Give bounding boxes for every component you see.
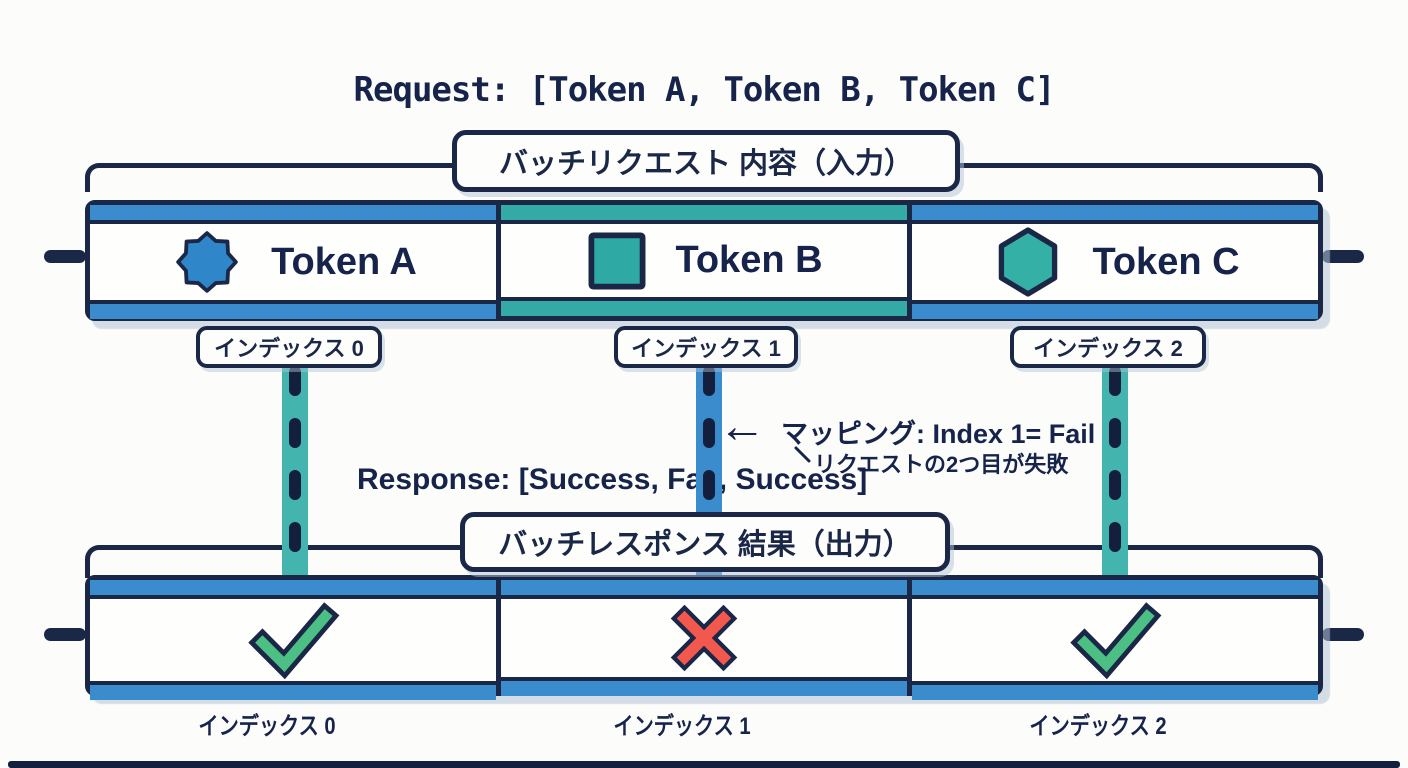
input-section-label: バッチリクエスト 内容（入力） xyxy=(452,130,960,192)
left-stub-input xyxy=(44,250,86,263)
token-cell-a: Token A xyxy=(90,205,496,319)
bottom-bar xyxy=(8,761,1400,768)
response-text: Response: [Success, Fail, Success] xyxy=(357,463,868,496)
cell-strip xyxy=(501,677,907,696)
token-cell-b: Token B xyxy=(496,205,907,316)
bottom-index-2: インデックス 2 xyxy=(1029,713,1167,740)
mapping-label: マッピング: Index 1= Fail xyxy=(781,419,1096,449)
annotation-tick-icon xyxy=(794,446,811,463)
right-stub-input xyxy=(1322,250,1364,263)
mapping-note: リクエストの2つ目が失敗 xyxy=(814,452,1069,477)
index-box-1: インデックス 1 xyxy=(614,326,798,368)
output-row xyxy=(85,575,1323,700)
cell-strip xyxy=(501,580,907,599)
token-cell-c: Token C xyxy=(907,205,1318,319)
bottom-index-1: インデックス 1 xyxy=(613,713,751,740)
connector-index-0 xyxy=(282,362,308,580)
right-stub-output xyxy=(1322,628,1364,641)
cell-strip xyxy=(90,300,496,319)
cell-strip xyxy=(90,205,496,224)
token-b-label: Token B xyxy=(675,239,823,281)
index-box-2: インデックス 2 xyxy=(1010,326,1206,368)
request-title: Request: [Token A, Token B, Token C] xyxy=(353,70,1056,110)
index-box-1-text: インデックス 1 xyxy=(631,336,781,361)
left-stub-output xyxy=(44,628,86,641)
input-section-label-text: バッチリクエスト 内容（入力） xyxy=(498,148,914,180)
left-arrow-icon: ← xyxy=(718,400,766,453)
check-icon xyxy=(248,602,340,680)
cell-strip xyxy=(912,580,1318,599)
result-cell-1 xyxy=(496,580,907,696)
cell-strip xyxy=(912,300,1318,319)
bottom-index-0: インデックス 0 xyxy=(198,713,336,740)
input-row: Token A Token B Token C xyxy=(85,200,1323,321)
cell-strip xyxy=(912,681,1318,700)
output-section-label: バッチレスポンス 結果（出力） xyxy=(460,512,950,572)
token-c-label: Token C xyxy=(1092,240,1240,283)
cell-strip xyxy=(501,205,907,224)
check-icon xyxy=(1070,602,1162,680)
index-box-2-text: インデックス 2 xyxy=(1033,336,1183,361)
index-box-0-text: インデックス 0 xyxy=(214,336,364,361)
square-icon xyxy=(588,232,646,289)
result-cell-0 xyxy=(90,580,496,700)
connector-index-2 xyxy=(1102,362,1128,580)
x-icon xyxy=(670,604,738,672)
output-section-label-text: バッチレスポンス 結果（出力） xyxy=(498,529,912,561)
cell-strip xyxy=(501,297,907,316)
octagon-badge-icon xyxy=(176,231,238,293)
token-a-label: Token A xyxy=(271,240,417,283)
hexagon-icon xyxy=(999,227,1058,297)
cell-strip xyxy=(912,205,1318,224)
cell-strip xyxy=(90,681,496,700)
result-cell-2 xyxy=(907,580,1318,700)
cell-strip xyxy=(90,580,496,599)
index-box-0: インデックス 0 xyxy=(196,326,382,368)
